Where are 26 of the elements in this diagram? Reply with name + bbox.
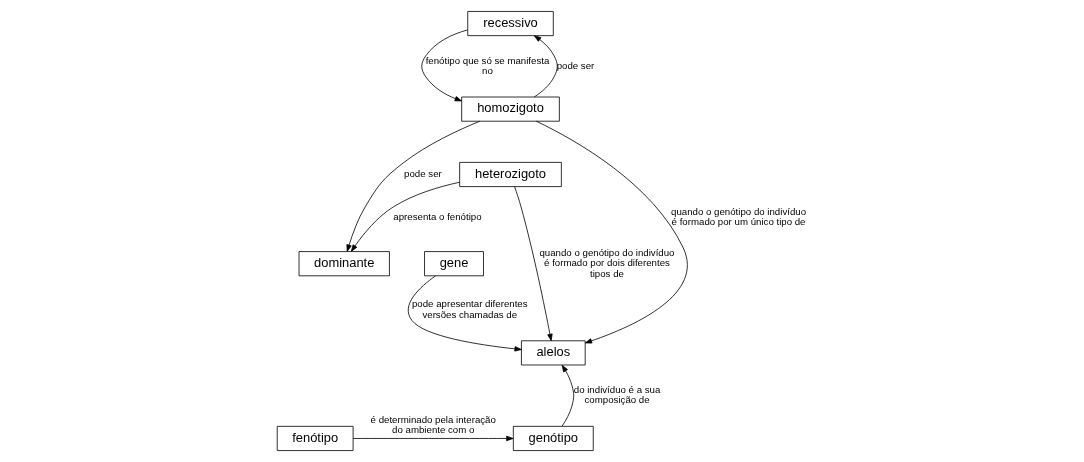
arrow <box>407 275 522 352</box>
arrow <box>514 186 553 342</box>
arrow <box>534 35 558 98</box>
node-box: gene <box>424 251 484 277</box>
node-box: heterozigoto <box>459 162 562 187</box>
edge-label: quando o genótipo do indivíduo é formado por dois diferentes tipos de <box>539 246 675 279</box>
edge-label: apresenta o fenótipo <box>393 210 482 222</box>
arrow <box>561 364 575 427</box>
edge-label: fenótipo que só se manifesta no <box>425 54 550 77</box>
arrow <box>352 435 514 442</box>
node-box: genótipo <box>512 425 594 451</box>
node-box: homozigoto <box>461 96 560 122</box>
arrow <box>350 181 460 252</box>
edge-label: pode ser <box>404 168 442 179</box>
edge-label: quando o genótipo do indivíduo é formado por um único tipo de <box>671 205 807 228</box>
node-box: recessivo <box>467 11 554 37</box>
edge-label: pode ser <box>556 59 595 71</box>
node-box: alelos <box>521 340 586 366</box>
edge-label: é determinado pela interação do ambiente com o <box>370 413 496 436</box>
arrow <box>421 29 468 102</box>
node-box: dominante <box>298 251 390 277</box>
arrow <box>346 120 481 252</box>
edge-label: pode apresentar diferentes versões chamadas de <box>411 298 528 320</box>
arrow <box>535 120 688 344</box>
node-box: fenótipo <box>276 425 354 451</box>
edge-label: do indivíduo é a sua composição de <box>573 383 661 406</box>
